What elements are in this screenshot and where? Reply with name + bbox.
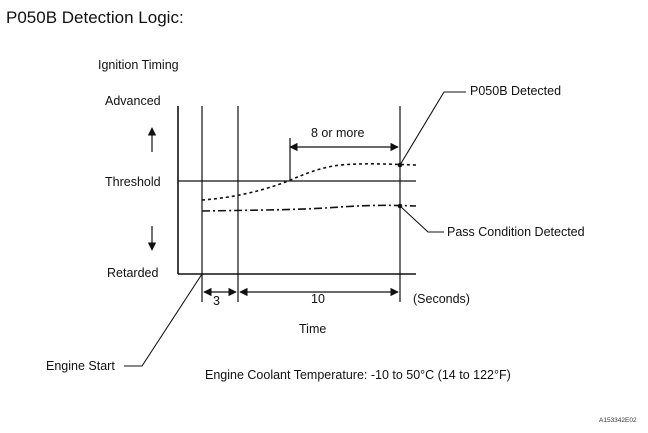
window-label: 8 or more <box>311 126 365 140</box>
diagram-title: P050B Detection Logic: <box>6 8 184 27</box>
y-axis-name: Ignition Timing <box>98 58 179 72</box>
interval-10-label: 10 <box>311 292 325 306</box>
figure-code: A153342E02 <box>599 417 637 424</box>
advanced-label: Advanced <box>105 94 161 108</box>
pass-trace <box>201 204 417 212</box>
pass-condition-label: Pass Condition Detected <box>447 225 585 239</box>
p050b-trace <box>201 163 417 201</box>
pass-leader <box>399 205 444 233</box>
p050b-leader <box>399 91 466 166</box>
engine-start-label: Engine Start <box>46 359 115 373</box>
coolant-temperature-note: Engine Coolant Temperature: -10 to 50°C … <box>205 368 511 382</box>
interval-3-label: 3 <box>213 294 220 308</box>
threshold-label: Threshold <box>105 175 161 189</box>
engine-start-leader <box>124 273 203 367</box>
retarded-label: Retarded <box>107 266 159 280</box>
x-axis-name: Time <box>299 322 327 336</box>
seconds-unit-label: (Seconds) <box>413 292 470 306</box>
p050b-detected-label: P050B Detected <box>470 84 562 98</box>
